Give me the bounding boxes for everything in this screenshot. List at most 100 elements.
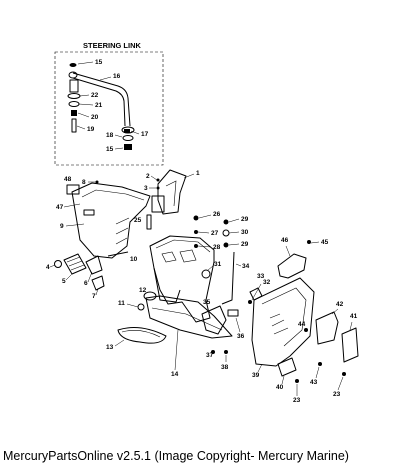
part-42-plate [315,311,339,345]
part-12-washer [143,291,157,301]
part-47-cowl-rim [81,189,145,201]
callout-15-bottom: 15 [106,146,114,153]
callout-21: 21 [95,102,103,109]
main-assembly [54,169,359,383]
leader-16 [99,76,112,81]
part-30-washer [222,229,230,237]
leader-17 [130,130,140,135]
part-48-decal [66,184,80,195]
part-39-ribs [269,313,289,335]
callout-16: 16 [113,73,121,80]
callout-44: 44 [298,321,306,328]
callout-25: 25 [134,217,142,224]
leader-15-top [77,61,94,65]
callout-4: 4 [46,264,50,271]
housing-ports [161,249,197,263]
part-34-shift-rod [221,251,235,305]
callouts: 1 2 3 4 5 6 7 8 9 10 11 12 13 14 25 26 2… [46,170,358,404]
screw-8-head [95,180,99,184]
leader-47 [63,203,81,208]
part-1-exhaust-tube [157,169,187,215]
callout-35: 35 [203,299,211,306]
callout-26: 26 [213,211,221,218]
steering-link-inset: STEERING LINK 15 16 22 21 20 19 17 18 [54,41,164,166]
leader-36 [235,317,241,333]
callout-22: 22 [91,92,99,99]
leader-42 [331,308,339,315]
callout-29-top: 29 [241,216,249,223]
nut-15-bottom [124,144,132,150]
leader-22 [79,94,90,97]
callout-8: 8 [82,179,86,186]
callout-7: 7 [92,293,96,300]
leader-31 [207,265,214,271]
leader-29-bottom [228,243,240,246]
leader-5 [65,273,73,281]
callout-1: 1 [196,170,200,177]
inset-title: STEERING LINK [83,41,142,50]
callout-23-left: 23 [293,397,301,404]
leader-20 [77,112,90,118]
leader-40 [281,375,285,385]
leader-4 [49,264,56,268]
cowl-ribs [115,217,130,245]
leader-34 [235,263,242,267]
callout-15-top: 15 [95,59,103,66]
exploded-parts-diagram: STEERING LINK 15 16 22 21 20 19 17 18 [46,41,359,404]
part-44-screw [304,328,308,332]
part-2-screw [156,178,160,182]
part-14-lower-housing [145,295,233,339]
rod-end-top [68,71,78,79]
leader-26 [198,214,212,219]
part-46-cover [277,253,307,279]
callout-30: 30 [241,229,249,236]
part-35-bracket [201,305,227,335]
part-5-tube [63,253,87,275]
part-39-detail [261,287,307,347]
bolt-19 [71,118,77,133]
callout-13: 13 [106,344,114,351]
callout-36: 36 [237,333,245,340]
part-6-grommet [85,255,103,275]
leader-29-top [228,218,240,223]
part-5-ribs [66,256,85,271]
callout-20: 20 [91,114,99,121]
part-38-screw [224,350,228,354]
callout-23-right: 23 [333,391,341,398]
inset-border [54,51,164,166]
steering-link-rod-inner [72,77,126,127]
callout-43: 43 [310,379,318,386]
callout-2: 2 [146,173,150,180]
callout-46: 46 [281,237,289,244]
part-28-washer [194,244,198,248]
leader-43 [315,366,320,379]
part-3-screw [156,186,160,190]
part-31-grommet [201,269,211,279]
part-32-screw [248,300,252,304]
part-41-bracket [341,327,359,363]
leader-21 [78,103,94,106]
part-25-pin [146,214,152,230]
callout-11: 11 [118,300,125,307]
callout-45: 45 [321,239,329,246]
leader-19 [76,125,86,130]
callout-42: 42 [336,301,344,308]
callout-9: 9 [60,223,64,230]
callout-3: 3 [144,185,148,192]
part-7-clip [91,275,105,291]
leader-7 [95,288,99,296]
part-23-screw-left [295,379,299,383]
callout-12: 12 [139,287,147,294]
leader-30 [228,231,240,234]
leader-13 [114,339,125,347]
callout-27: 27 [211,230,219,237]
callout-33: 33 [257,273,265,280]
link-bushing-left [69,79,79,93]
leader-15-bottom [114,147,124,150]
leader-46 [285,245,291,257]
callout-34: 34 [242,263,250,270]
part-40-plate [277,357,297,377]
leader-2 [150,175,158,181]
callout-48: 48 [64,176,72,183]
leader-23-right [337,376,344,391]
